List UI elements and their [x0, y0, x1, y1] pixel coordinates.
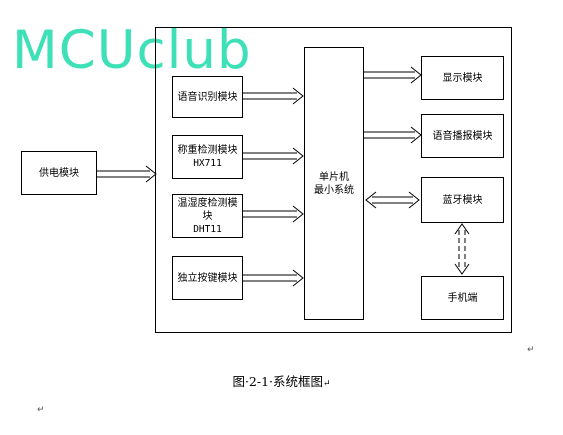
weighing-model: HX711	[193, 158, 222, 169]
voice-recognition-label: 语音识别模块	[177, 91, 238, 103]
paragraph-mark-bottom: ↵	[37, 405, 45, 415]
power-module-label: 供电模块	[39, 167, 79, 179]
arrow-power-to-system	[96, 165, 157, 183]
display-module: 显示模块	[421, 56, 504, 100]
temp-humidity-label: 温湿度检测模块	[177, 197, 238, 222]
arrow-temp-humidity-to-mcu	[242, 205, 304, 223]
keys-module: 独立按键模块	[172, 256, 243, 300]
voice-playback-label: 语音播报模块	[432, 130, 493, 142]
weighing-module: 称重检测模块 HX711	[172, 135, 243, 179]
display-label: 显示模块	[442, 72, 483, 84]
caption-paragraph-mark: ↵	[323, 379, 331, 389]
bluetooth-module: 蓝牙模块	[421, 177, 504, 223]
arrow-mcu-to-voice-playback	[364, 126, 422, 144]
mcu-line2: 最小系统	[314, 184, 354, 196]
temp-humidity-module: 温湿度检测模块 DHT11	[172, 194, 243, 238]
caption-text: 图·2-1·系统框图	[232, 374, 324, 389]
arrow-keys-to-mcu	[242, 269, 304, 287]
bluetooth-label: 蓝牙模块	[442, 194, 483, 206]
arrow-voice-recognition-to-mcu	[242, 87, 304, 105]
arrow-mcu-bluetooth-bidirectional	[365, 191, 420, 209]
mcu-minimum-system: 单片机 最小系统	[304, 47, 364, 320]
arrow-mcu-to-display	[364, 66, 422, 84]
voice-playback-module: 语音播报模块	[421, 114, 504, 158]
keys-label: 独立按键模块	[177, 272, 238, 284]
temp-humidity-model: DHT11	[193, 223, 222, 235]
paragraph-mark-right: ↵	[527, 345, 535, 355]
voice-recognition-module: 语音识别模块	[172, 76, 243, 118]
figure-caption: 图·2-1·系统框图↵	[0, 371, 563, 390]
arrow-weighing-to-mcu	[242, 147, 304, 165]
phone-terminal: 手机端	[421, 276, 504, 320]
watermark-logo: MCUclub	[12, 20, 252, 81]
weighing-label: 称重检测模块	[177, 145, 238, 156]
system-frame	[155, 27, 512, 333]
power-module: 供电模块	[21, 151, 97, 195]
phone-label: 手机端	[447, 292, 478, 304]
mcu-line1: 单片机	[319, 171, 349, 183]
arrow-bluetooth-phone-wireless	[454, 223, 470, 275]
